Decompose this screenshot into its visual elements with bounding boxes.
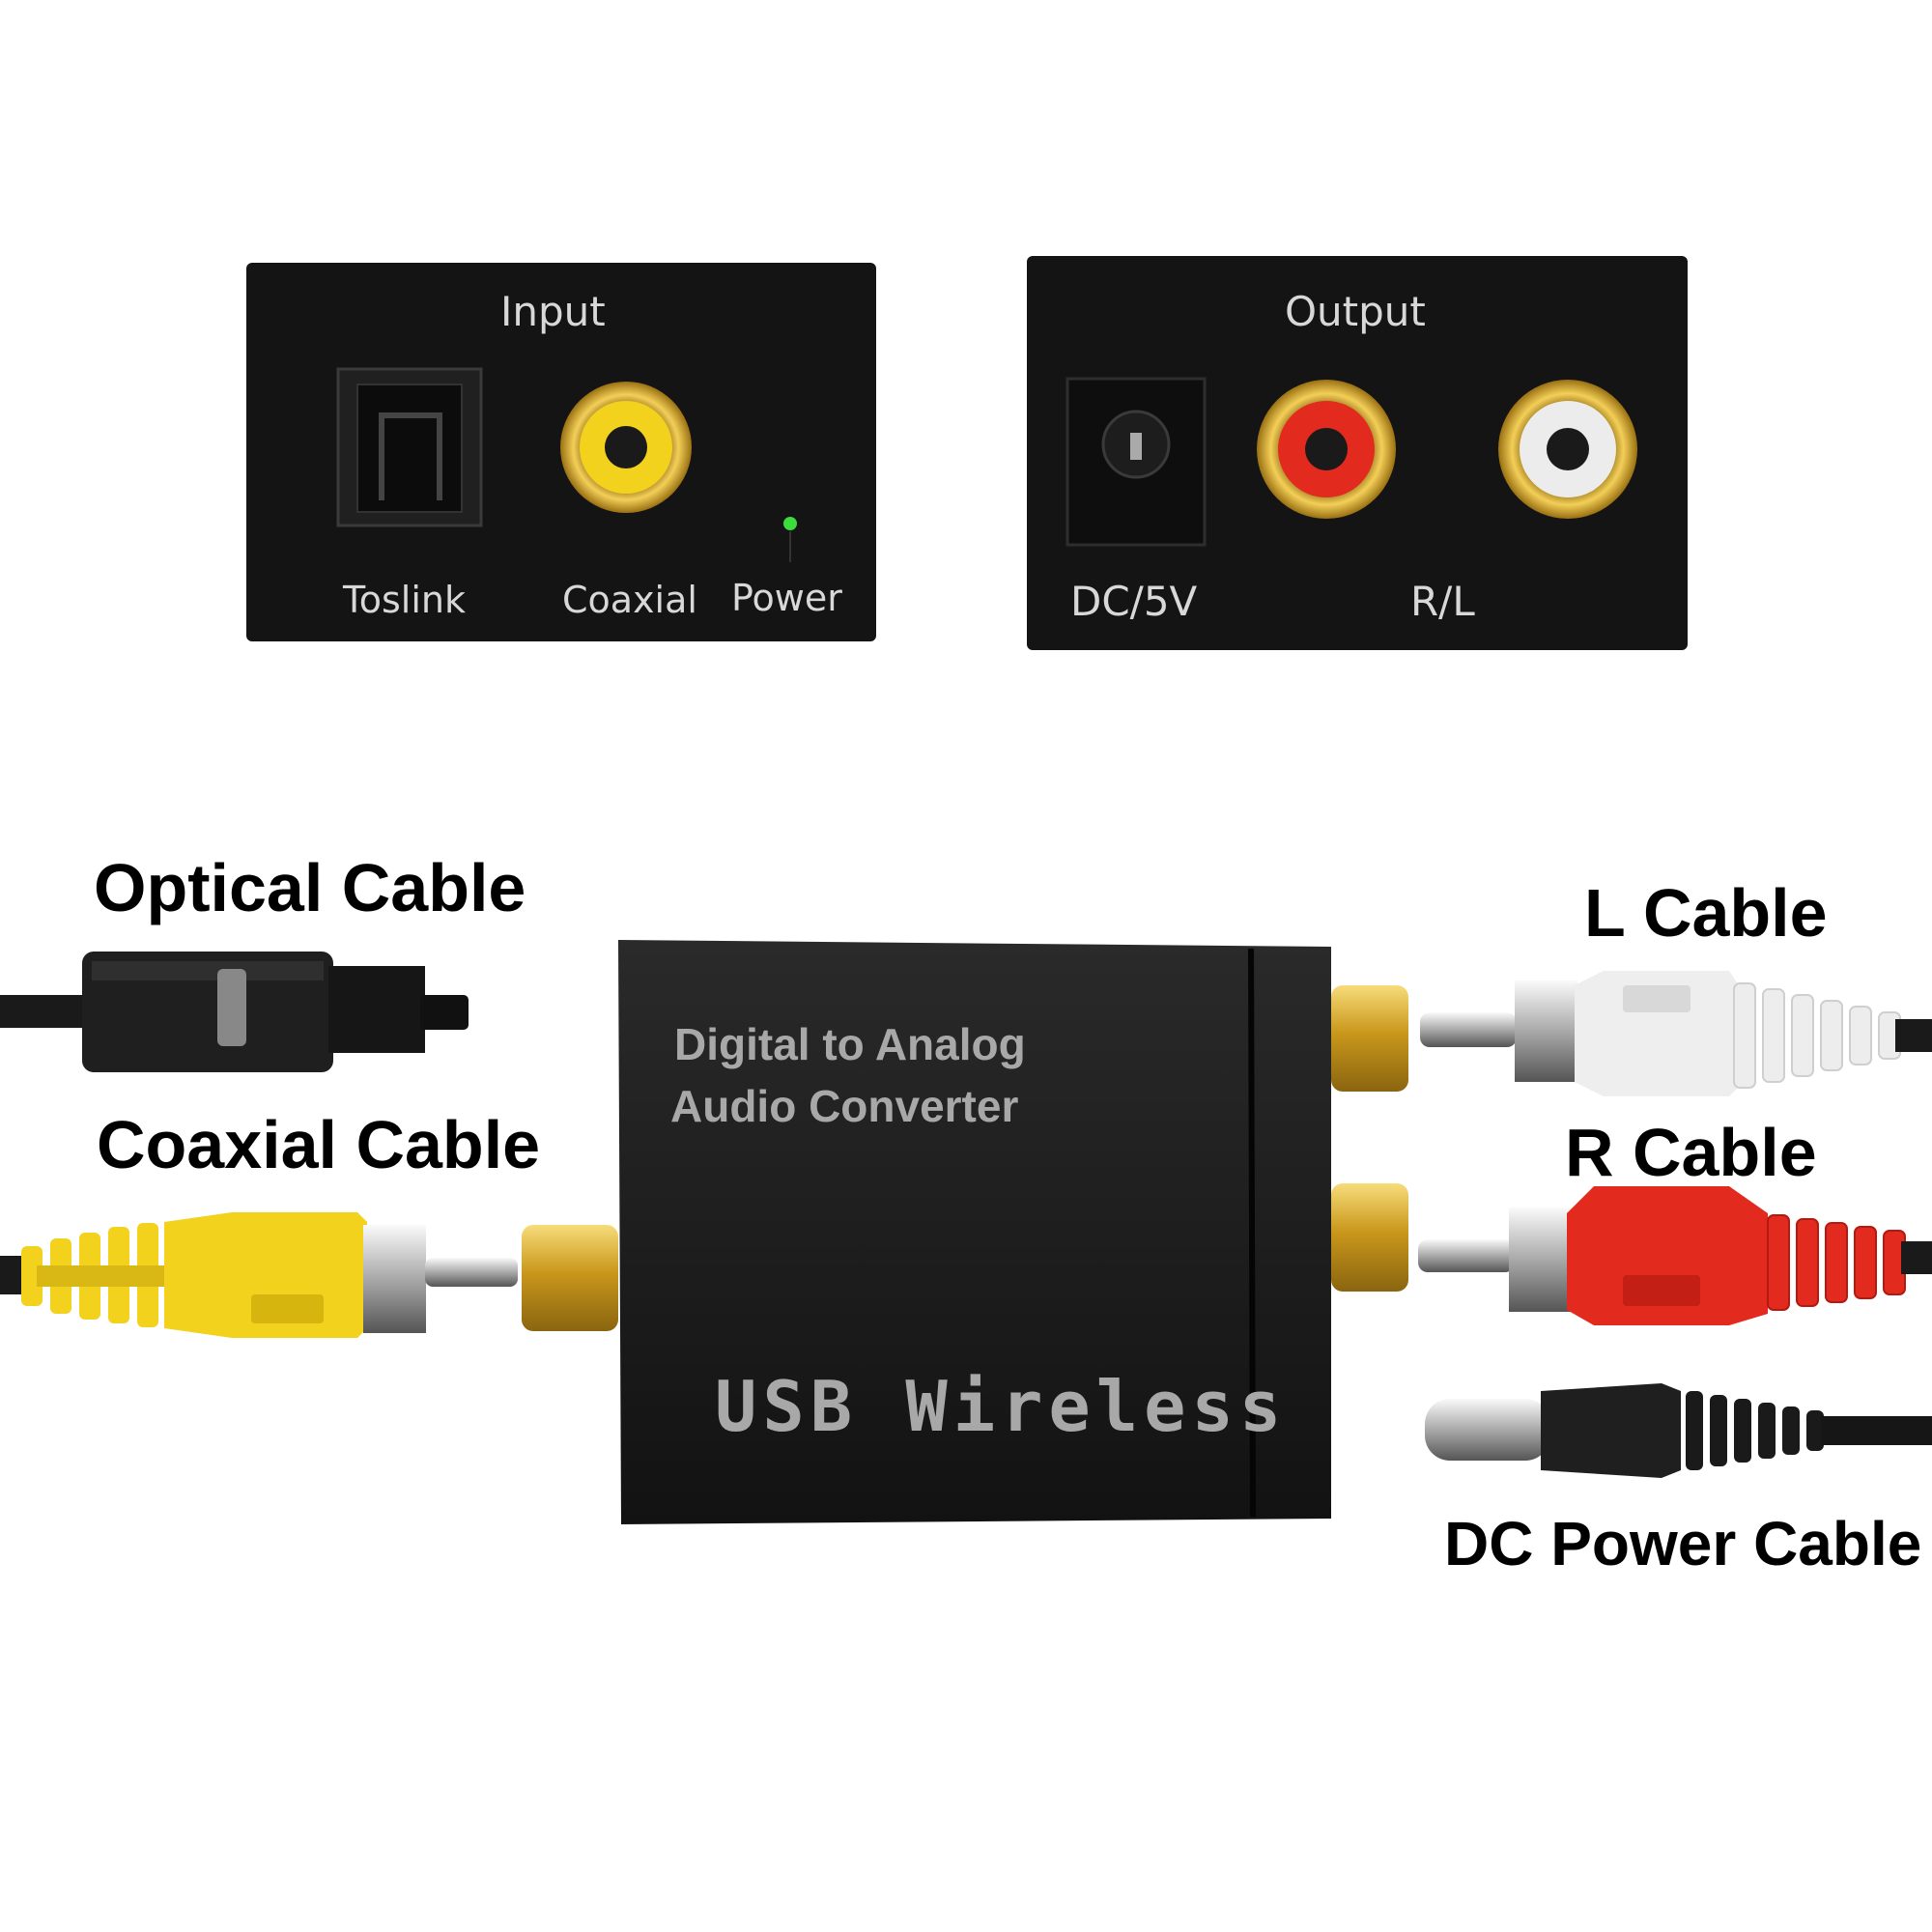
l-output-jack [1331, 985, 1408, 1092]
l-cable [1328, 971, 1932, 1096]
converter-device [618, 940, 1408, 1524]
dc-power-cable-label: DC Power Cable [1444, 1509, 1922, 1578]
r-cable-label: R Cable [1565, 1115, 1817, 1190]
optical-cable-label: Optical Cable [94, 850, 526, 925]
toslink-label: Toslink [343, 579, 467, 621]
coaxial-cable-label: Coaxial Cable [97, 1107, 541, 1182]
r-cable [1418, 1186, 1932, 1325]
input-title: Input [500, 288, 606, 335]
device-model: USB Wireless [715, 1366, 1288, 1447]
device-line-2: Audio Converter [670, 1081, 1019, 1131]
dc-label: DC/5V [1070, 578, 1198, 625]
optical-cable [0, 952, 469, 1072]
toslink-port [336, 367, 483, 527]
coaxial-input-port [560, 382, 692, 513]
r-output-port [1257, 380, 1396, 519]
dc-power-cable [1425, 1383, 1932, 1478]
dc-input-port [1065, 377, 1207, 547]
input-panel [246, 263, 876, 641]
power-led [783, 517, 797, 562]
rl-label: R/L [1410, 578, 1475, 625]
output-panel [1027, 256, 1688, 650]
l-output-port [1498, 380, 1637, 519]
power-label: Power [731, 577, 842, 619]
device-line-1: Digital to Analog [674, 1019, 1026, 1069]
coaxial-label: Coaxial [562, 579, 697, 621]
l-cable-label: L Cable [1584, 875, 1828, 951]
output-title: Output [1285, 288, 1426, 335]
coaxial-cable [0, 1212, 618, 1338]
r-output-jack [1331, 1183, 1408, 1292]
